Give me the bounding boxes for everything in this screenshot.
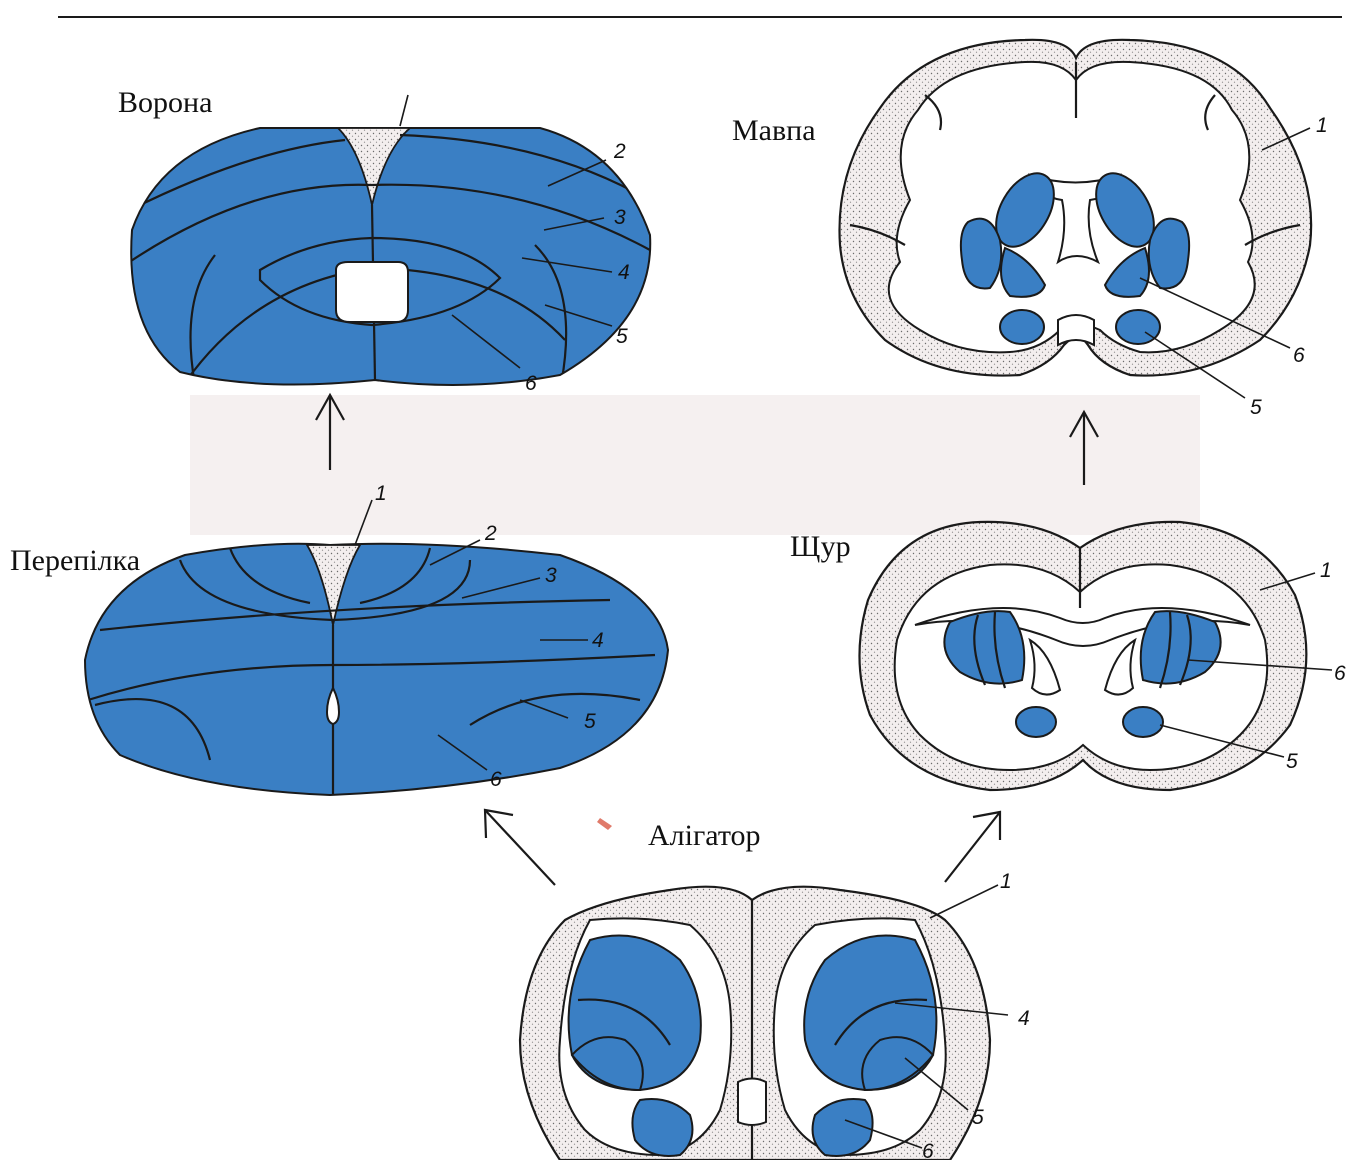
quail-hemispheres — [85, 544, 668, 795]
monkey-label-6: 6 — [1293, 344, 1305, 367]
monkey-ventral-left — [1000, 310, 1044, 344]
monkey-label-5: 5 — [1250, 396, 1262, 419]
rat-title: Щур — [790, 530, 851, 563]
crow-section: 2 3 4 5 6 — [125, 95, 650, 395]
alligator-label-1: 1 — [1000, 870, 1012, 893]
rat-ventral-right — [1123, 707, 1163, 737]
quail-label-2: 2 — [484, 522, 497, 545]
crow-label-4: 4 — [618, 261, 630, 284]
monkey-label-1: 1 — [1316, 114, 1328, 137]
arrow-alligator-to-rat — [945, 812, 1000, 882]
crow-title: Ворона — [118, 86, 212, 119]
monkey-section: 1 6 5 — [840, 40, 1328, 419]
red-mark — [597, 818, 612, 830]
arrow-alligator-to-quail — [485, 810, 555, 885]
quail-label-4: 4 — [592, 629, 604, 652]
crow-ventricle — [336, 262, 408, 322]
monkey-title: Мавпа — [732, 114, 816, 147]
rat-section: 1 6 5 — [859, 522, 1346, 790]
crow-label-5: 5 — [616, 325, 628, 348]
crow-label-2: 2 — [613, 140, 626, 163]
rat-ventral-left — [1016, 707, 1056, 737]
crow-label-6: 6 — [525, 372, 537, 395]
rat-label-6: 6 — [1334, 662, 1346, 685]
quail-label-6: 6 — [490, 768, 502, 791]
crow-hemispheres — [131, 128, 650, 385]
alligator-title: Алігатор — [648, 819, 761, 852]
quail-title: Перепілка — [10, 544, 140, 577]
alligator-label-5: 5 — [972, 1106, 984, 1129]
alligator-label-6: 6 — [922, 1140, 934, 1160]
quail-label-5: 5 — [584, 710, 596, 733]
rat-label-5: 5 — [1286, 750, 1298, 773]
monkey-ventral-right — [1116, 310, 1160, 344]
quail-label-3: 3 — [545, 564, 557, 587]
quail-label-1: 1 — [375, 482, 387, 505]
crow-label-3: 3 — [614, 206, 626, 229]
rat-label-1: 1 — [1320, 559, 1332, 582]
alligator-section: 1 4 5 6 — [520, 870, 1030, 1160]
alligator-label-4: 4 — [1018, 1007, 1030, 1030]
